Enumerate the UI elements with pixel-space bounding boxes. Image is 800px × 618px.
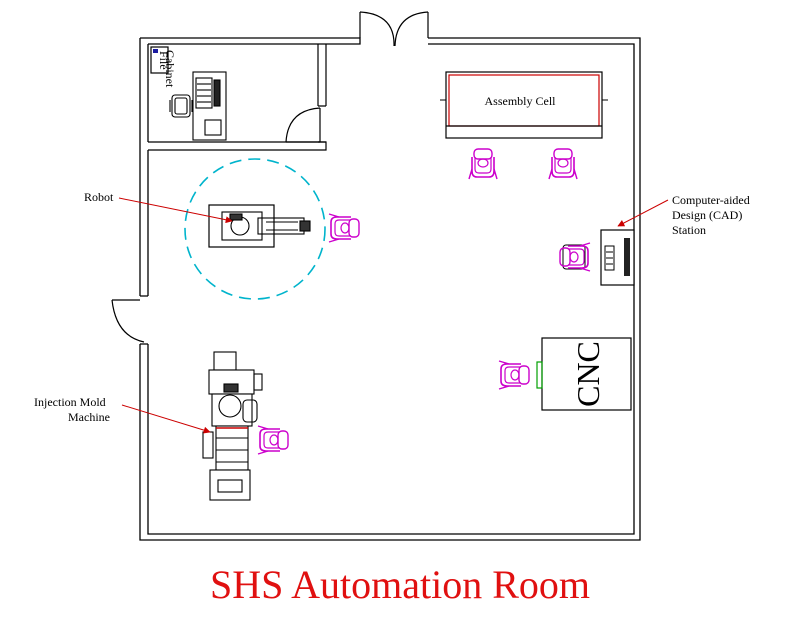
robot-leader-arrow bbox=[118, 197, 233, 224]
main-double-door[interactable] bbox=[359, 11, 429, 47]
cad-label-line3: Station bbox=[672, 223, 706, 237]
robot-label: Robot bbox=[84, 190, 114, 204]
file-cabinet: File Cabinet bbox=[150, 46, 177, 88]
assembly-cell-label: Assembly Cell bbox=[485, 94, 557, 108]
operator-icon bbox=[328, 213, 360, 243]
operator-icon bbox=[257, 425, 289, 455]
cad-label-line1: Computer-aided bbox=[672, 193, 750, 207]
file-cabinet-label-1: File bbox=[157, 51, 171, 70]
side-door[interactable] bbox=[111, 299, 145, 343]
page-title: SHS Automation Room bbox=[210, 562, 590, 607]
office-door[interactable] bbox=[285, 107, 321, 143]
cad-leader-arrow bbox=[617, 199, 669, 227]
injection-leader-arrow bbox=[121, 404, 211, 434]
injection-label-line2: Machine bbox=[68, 410, 110, 424]
file-cabinet-label-2: Cabinet bbox=[163, 50, 177, 88]
office-chair bbox=[169, 94, 193, 118]
injection-label-line1: Injection Mold bbox=[34, 395, 106, 409]
operator-icon bbox=[468, 148, 498, 180]
robot bbox=[184, 158, 326, 300]
cad-label-line2: Design (CAD) bbox=[672, 208, 742, 222]
office-desk bbox=[192, 71, 227, 141]
cnc-label: CNC bbox=[570, 341, 606, 407]
cad-station bbox=[562, 229, 635, 286]
office-walls bbox=[148, 44, 327, 151]
operator-icon bbox=[548, 148, 578, 180]
assembly-cell: Assembly Cell bbox=[440, 71, 608, 139]
injection-mold-machine bbox=[202, 351, 263, 501]
operator-icon bbox=[498, 360, 530, 390]
exterior-walls bbox=[139, 37, 641, 541]
cnc-machine: CNC bbox=[536, 337, 632, 411]
